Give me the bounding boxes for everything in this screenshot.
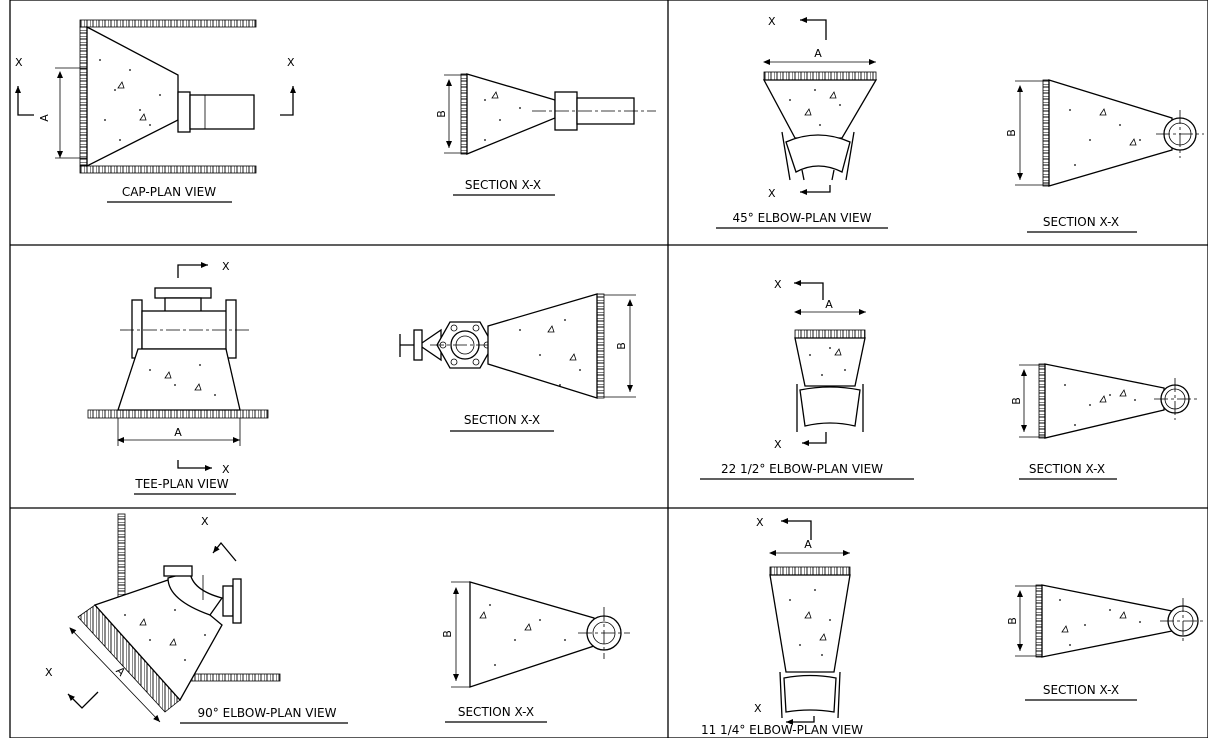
dimension-a-label: A <box>825 298 833 311</box>
soil-wall-left <box>79 26 88 167</box>
dimension-a <box>69 627 161 723</box>
dimension-b-label: B <box>435 110 448 118</box>
dimension-b-label: B <box>441 630 454 638</box>
section-mark-bottom: X <box>45 666 53 679</box>
section-mark-top: X <box>222 260 230 273</box>
dimension-a-label: A <box>804 538 812 551</box>
caption-22-elbow: 22 1/2° ELBOW-PLAN VIEW <box>721 462 883 476</box>
elbow-fitting <box>799 386 861 427</box>
thrust-block <box>762 79 878 139</box>
dimension-a-label: A <box>113 664 128 679</box>
concrete-stipple <box>99 59 161 141</box>
thrust-block <box>86 25 179 168</box>
section-mark-bottom: X <box>768 187 776 200</box>
thrust-block <box>794 337 866 387</box>
sheet-frame <box>9 0 1208 738</box>
caption-11-elbow: 11 1/4° ELBOW-PLAN VIEW <box>701 723 863 737</box>
dimension-a-label: A <box>38 114 51 122</box>
section-mark-top: X <box>774 278 782 291</box>
dimension-a-label: A <box>174 426 182 439</box>
cap-plan-view: A X X CAP-PLAN VIEW <box>15 19 296 203</box>
tee-plan-view: X A X TEE-PLAN VIEW <box>87 260 269 495</box>
section-mark-top: X <box>756 516 764 529</box>
caption-tee-section: SECTION X-X <box>464 413 540 427</box>
caption-tee-plan-view: TEE-PLAN VIEW <box>134 477 228 491</box>
tee-section: B SECTION X-X <box>399 293 636 432</box>
thrust-block <box>487 293 598 399</box>
caption-90-elbow-section: SECTION X-X <box>458 705 534 719</box>
thrust-block <box>1048 79 1173 187</box>
section-mark-bottom: X <box>222 463 230 476</box>
section-mark-top: X <box>201 515 209 528</box>
caption-45-elbow: 45° ELBOW-PLAN VIEW <box>733 211 872 225</box>
section-arrow-right <box>280 86 296 116</box>
caption-90-elbow: 90° ELBOW-PLAN VIEW <box>198 706 337 720</box>
caption-22-elbow-section: SECTION X-X <box>1029 462 1105 476</box>
soil-wall-horizontal <box>179 673 281 682</box>
cap-section: B SECTION X-X <box>435 73 656 196</box>
pipe <box>189 94 255 130</box>
elbow-fitting <box>167 571 224 616</box>
dimension-b-label: B <box>615 342 628 350</box>
section-mark-left: X <box>15 56 23 69</box>
caption-cap-section: SECTION X-X <box>465 178 541 192</box>
thrust-block <box>466 73 556 155</box>
thrust-block <box>117 348 241 411</box>
section-arrow-left <box>15 86 34 116</box>
elbow11-section: B SECTION X-X <box>1006 584 1206 701</box>
section-mark-top: X <box>768 15 776 28</box>
section-mark-bottom: X <box>754 702 762 715</box>
thrust-block <box>1044 363 1165 439</box>
elbow22-section: B SECTION X-X <box>1010 363 1200 480</box>
elbow11-plan-view: X A X 11 1/4° ELBOW-PLAN VIEW <box>701 516 863 737</box>
dimension-b-label: B <box>1010 397 1023 405</box>
elbow-fitting <box>783 674 837 713</box>
section-mark-right: X <box>287 56 295 69</box>
soil-wall-top <box>79 19 257 28</box>
thrust-block <box>769 574 851 673</box>
elbow90-section: B SECTION X-X <box>441 581 630 723</box>
caption-11-elbow-section: SECTION X-X <box>1043 683 1119 697</box>
caption-45-elbow-section: SECTION X-X <box>1043 215 1119 229</box>
thrust-block <box>469 581 595 688</box>
elbow45-plan-view: A X X 45° ELBOW-PLAN VIEW <box>716 15 888 229</box>
elbow90-plan-view: X A X 90° ELBOW-PLAN VIEW <box>45 513 348 724</box>
soil-wall-bottom <box>79 165 257 174</box>
soil-wall-vertical <box>117 513 126 603</box>
elbow-fitting <box>785 134 851 173</box>
dimension-b-label: B <box>1006 617 1019 625</box>
caption-cap-plan-view: CAP-PLAN VIEW <box>122 185 216 199</box>
section-mark-bottom: X <box>774 438 782 451</box>
elbow45-section: B SECTION X-X <box>1005 79 1204 233</box>
thrust-block <box>1041 584 1173 658</box>
dimension-b-label: B <box>1005 129 1018 137</box>
elbow22-plan-view: X A X 22 1/2° ELBOW-PLAN VIEW <box>700 278 914 480</box>
dimension-a-label: A <box>814 47 822 60</box>
soil-wall <box>87 409 269 419</box>
